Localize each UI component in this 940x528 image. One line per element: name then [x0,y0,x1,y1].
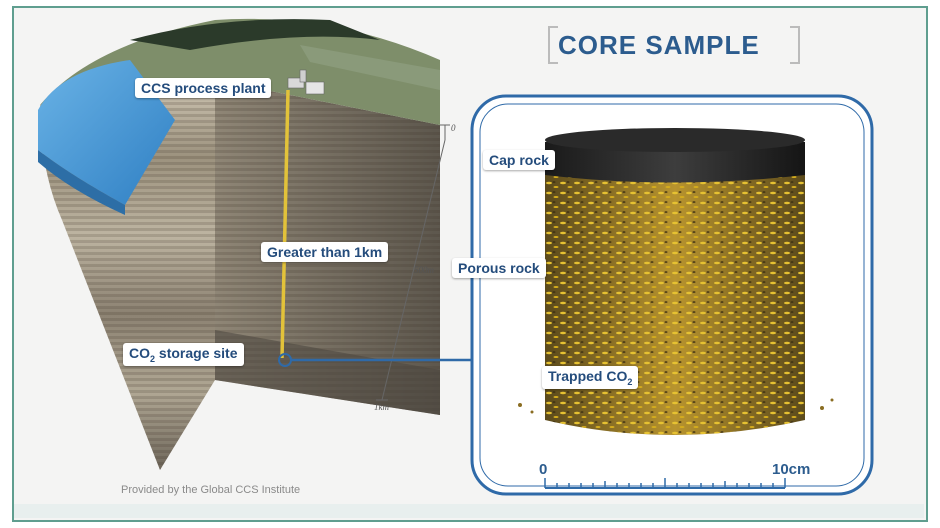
depth-tick-0: 0 [451,123,456,133]
depth-tick-1km: 1km [374,402,389,412]
label-depth: Greater than 1km [261,242,389,262]
label-cap-rock: Cap rock [483,150,555,170]
depth-ruler [376,124,450,401]
scale-label-0: 0 [539,461,548,478]
bottom-band [14,504,924,518]
title-bracket-right [790,26,800,64]
core-sample-panel [470,94,874,496]
label-co2-storage-site: CO2 storage site [123,343,244,366]
page-title: CORE SAMPLE [558,30,760,60]
label-ccs-process-plant: CCS process plant [135,78,272,98]
cm-scale-ticks [544,478,786,488]
label-porous-rock: Porous rock [452,258,546,278]
credit-text: Provided by the Global CCS Institute [121,484,301,496]
title-bracket-left [548,26,558,64]
depth-tick-500m: 500m [414,265,434,275]
label-trapped-co2: Trapped CO2 [542,366,639,389]
scale-label-10cm: 10cm [772,461,811,478]
